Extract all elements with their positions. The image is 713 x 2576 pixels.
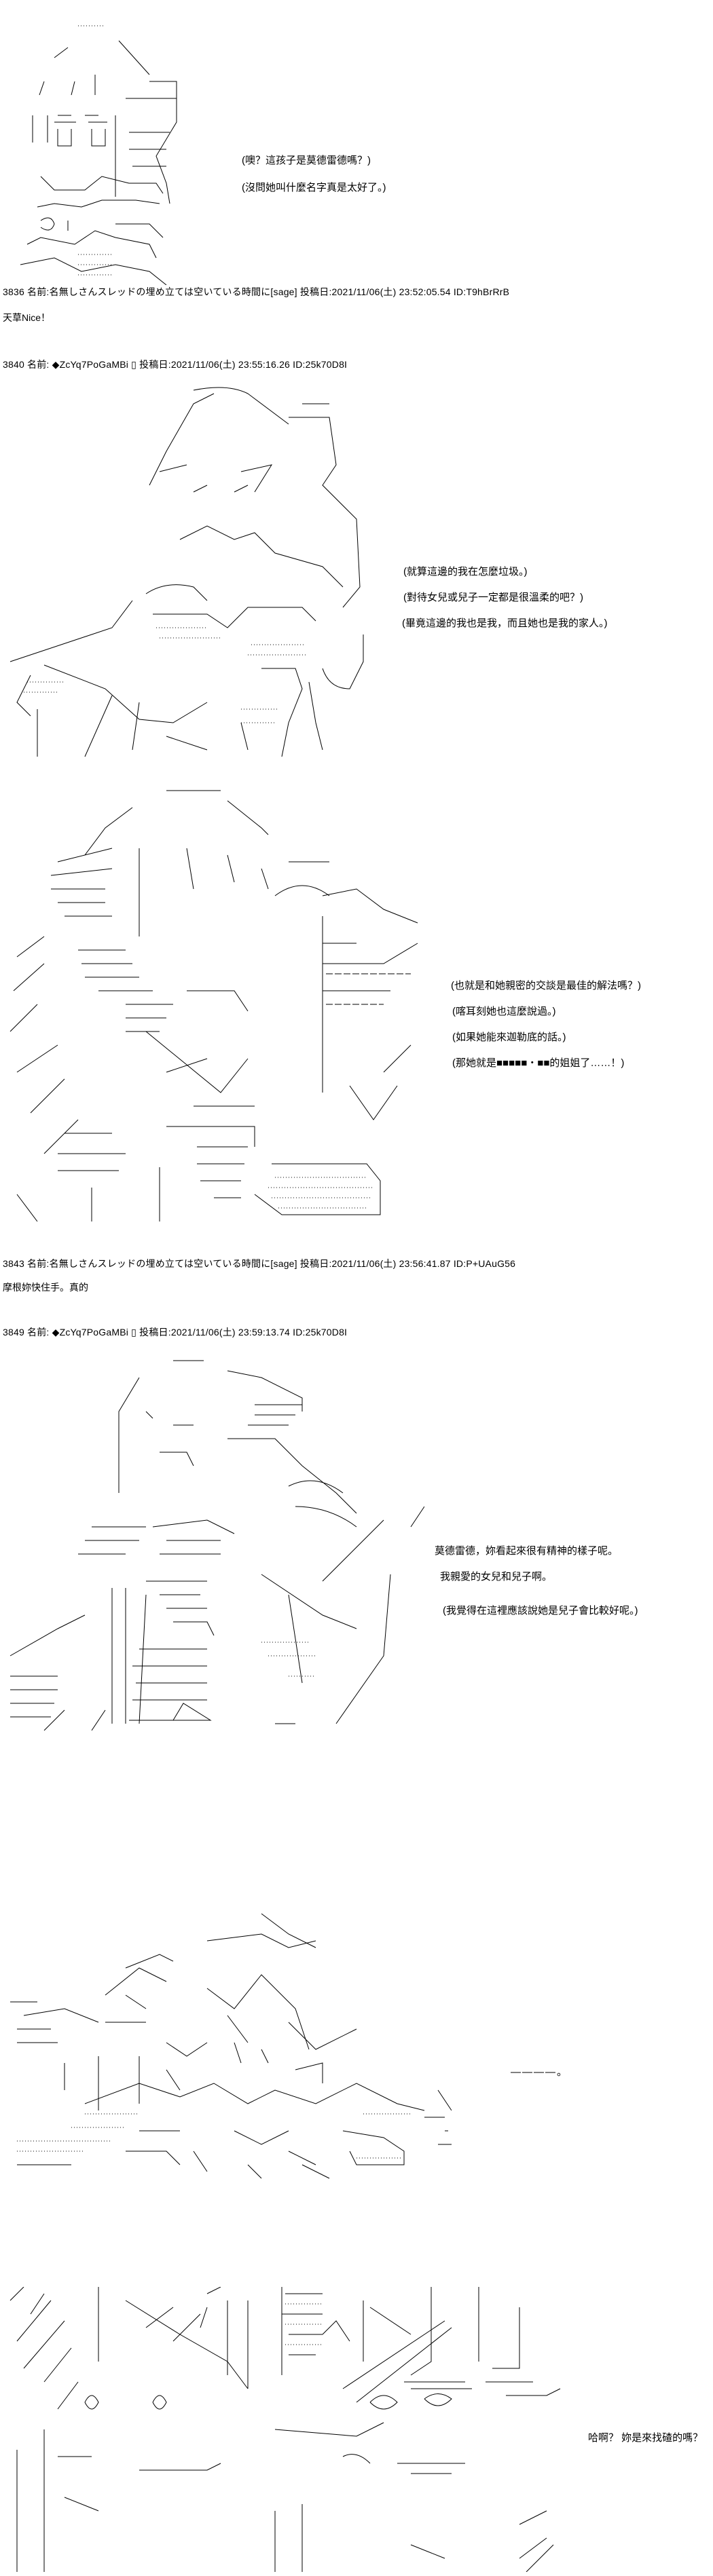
ascii-art-mordred-close-up [3,1907,452,2246]
dialogue-line: (也就是和她親密的交談是最佳的解法嗎？) [451,980,641,991]
dialogue-line: 莫德雷德，妳看起來很有精神的樣子呢。 [435,1545,619,1557]
post-header-3843: 3843 名前:名無しさんスレッドの埋め立ては空いている時間に[sage] 投稿… [3,1258,516,1269]
post-header-3836: 3836 名前:名無しさんスレッドの埋め立ては空いている時間に[sage] 投稿… [3,286,510,297]
dialogue-line: (沒問她叫什麼名字真是太好了。) [242,182,386,193]
dialogue-line: (畢竟這邊的我也是我，而且她也是我的家人。) [402,618,608,629]
post-comment: 天草Nice！ [3,312,51,323]
dialogue-line: (那她就是■■■■■・■■的姐姐了……！) [452,1057,625,1069]
ascii-art-morgan-seated [3,383,370,760]
ascii-art-mordred-portrait [14,20,217,285]
dialogue-line: ————。 [511,2066,569,2078]
dialogue-line: 我親愛的女兒和兒子啊。 [440,1571,553,1583]
ascii-art-morgan-thinking [3,787,424,1221]
post-header-3849: 3849 名前: ◆ZcYq7PoGaMBi ▯ 投稿日:2021/11/06(… [3,1327,348,1338]
dialogue-line: (喀耳刻她也這麼說過。) [452,1006,556,1017]
post-comment: 摩根妳快住手。真的 [3,1282,88,1293]
dialogue-line: (就算這邊的我在怎麼垃圾。) [403,566,528,577]
dialogue-line: (對待女兒或兒子一定都是很溫柔的吧？) [403,592,583,603]
dialogue-line: 哈啊？ 妳是來找碴的嗎？ [588,2432,703,2444]
dialogue-line: (如果她能來迦勒底的話。) [452,1031,566,1043]
post-header-3840: 3840 名前: ◆ZcYq7PoGaMBi ▯ 投稿日:2021/11/06(… [3,359,348,370]
dialogue-line: (我覺得在這裡應該說她是兒子會比較好呢。) [443,1605,638,1616]
ascii-art-confrontation [3,2287,567,2572]
ascii-art-morgan-standing [3,1357,424,1737]
dialogue-line: (噢？這孩子是莫德雷德嗎？) [242,155,371,166]
